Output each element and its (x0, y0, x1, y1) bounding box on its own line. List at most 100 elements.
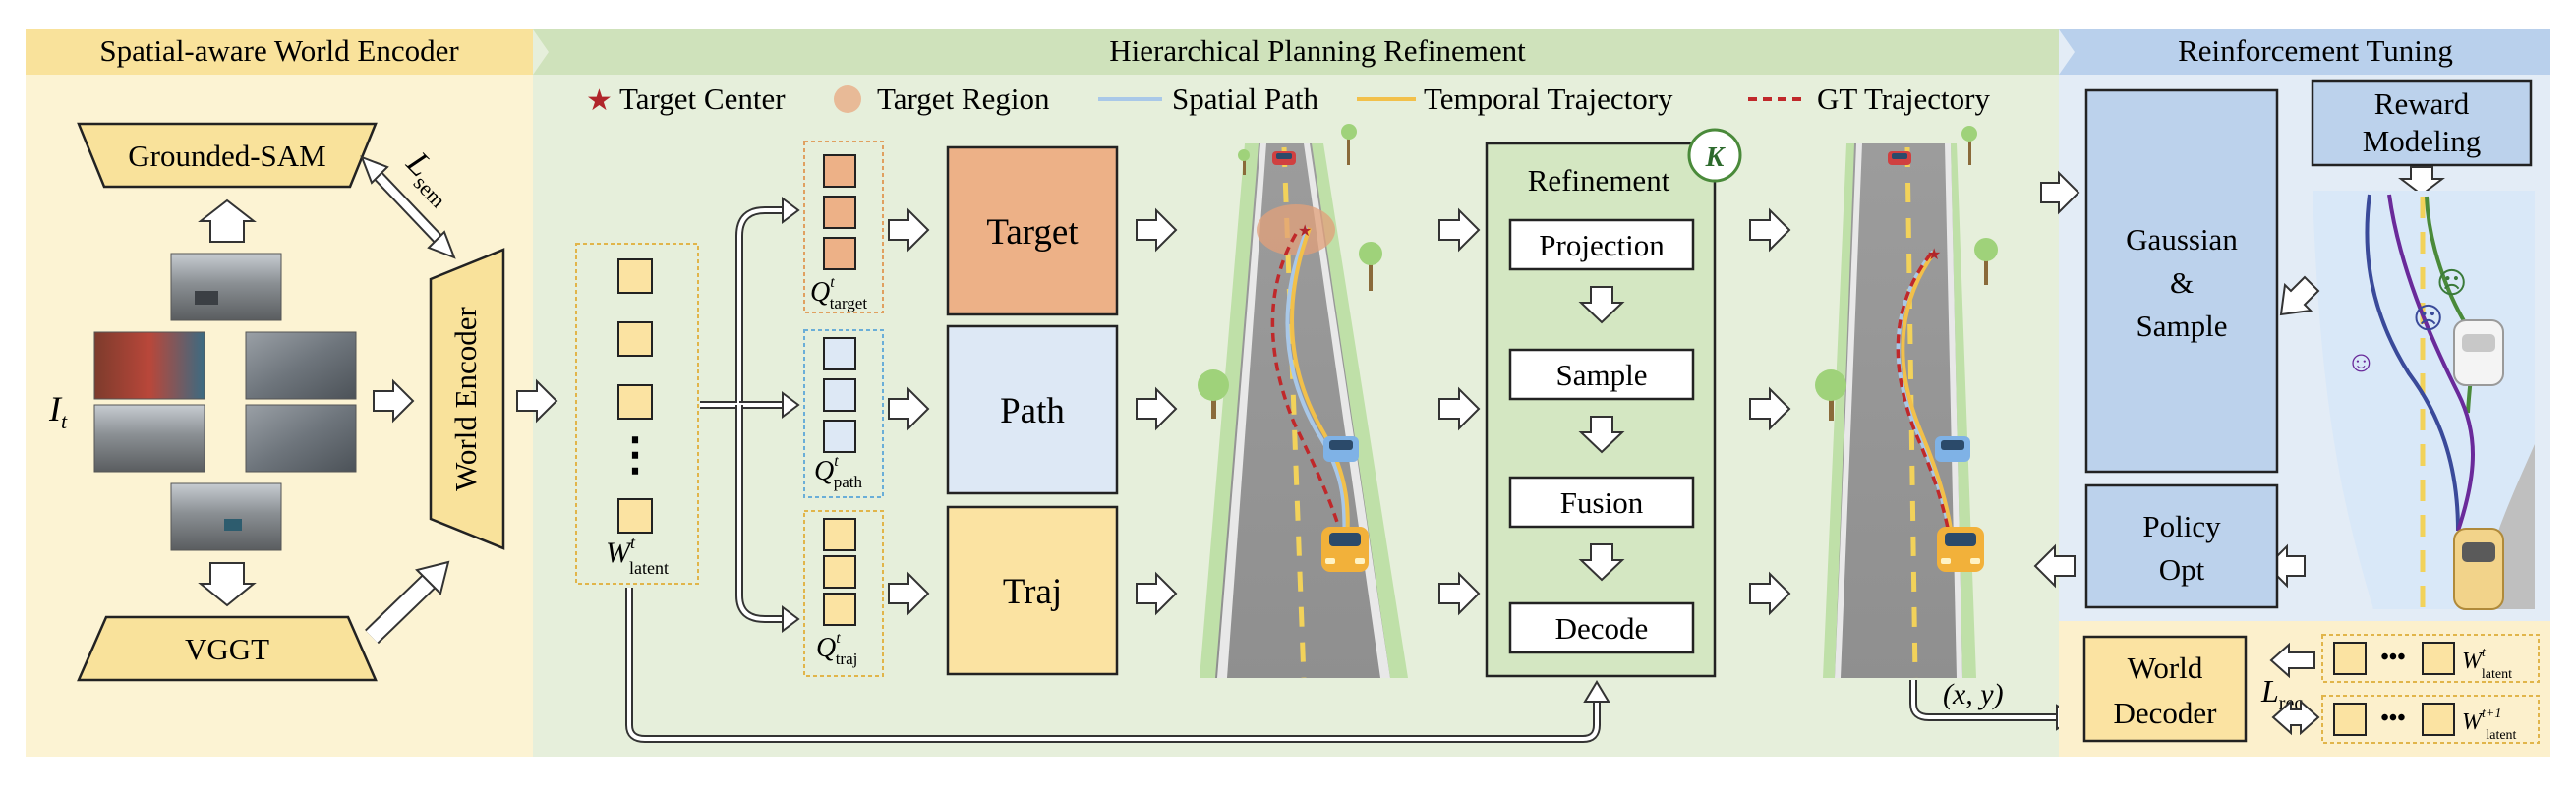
arrow-road-to-gaussian (2040, 170, 2080, 215)
legend: ★ Target Center Target Region Spatial Pa… (586, 82, 1990, 117)
latent-token (617, 498, 653, 534)
camera-back-left (93, 404, 205, 473)
latent-token (617, 321, 653, 357)
query-traj-token (823, 518, 856, 551)
head-target-label: Target (986, 212, 1079, 253)
target-center-star-icon: ★ (1298, 223, 1312, 240)
decoder-line2: Decoder (2114, 696, 2218, 730)
legend-temporal-trajectory: Temporal Trajectory (1424, 82, 1673, 116)
decoder-line1: World (2128, 651, 2203, 685)
grounded-sam-label: Grounded-SAM (128, 139, 326, 173)
head-target: Target (946, 145, 1119, 316)
road-scene-refined: ★ (1815, 126, 1998, 679)
latent-to-queries-bracket (700, 197, 800, 633)
target-center-star-icon-refined: ★ (1927, 247, 1941, 263)
ego-car-icon (1937, 527, 1984, 572)
head-path: Path (946, 324, 1119, 495)
policy-line1: Policy (2142, 509, 2221, 543)
spatial-path-curve (1285, 227, 1347, 543)
policy-opt-block: Policy Opt (2084, 483, 2279, 609)
arrow-policy-to-road (2033, 543, 2076, 589)
arrow-wnow-to-decoder (2269, 642, 2315, 679)
world-encoder-trapezoid (429, 248, 505, 550)
car-blue-icon (1323, 436, 1359, 462)
camera-back (170, 482, 282, 551)
reward-face-blue: ☹ (2413, 303, 2443, 335)
query-target-token (823, 154, 856, 188)
legend-star-icon: ★ (586, 85, 613, 117)
head-traj-box (946, 505, 1119, 676)
query-traj-token (823, 593, 856, 626)
gaussian-line1: Gaussian (2126, 222, 2238, 256)
w-now-token (2333, 642, 2367, 675)
w-next-dots: ••• (2380, 706, 2405, 731)
up-arrow-to-sam (198, 198, 257, 243)
tuning-section-title: Reinforcement Tuning (2178, 33, 2453, 68)
policy-opt-box (2084, 483, 2279, 609)
w-next-token (2422, 703, 2455, 736)
refinement-block: Refinement K Projection Sample Fusion De… (1485, 128, 1742, 678)
car-red-icon (1888, 151, 1911, 165)
refine-step-fusion (1508, 476, 1695, 529)
temporal-traj-curve (1290, 227, 1350, 543)
refinement-title: Refinement (1528, 163, 1670, 198)
refine-step-projection-label: Projection (1539, 228, 1665, 262)
arrow-encoder-to-latent (516, 378, 558, 424)
refine-step-decode-label: Decode (1555, 611, 1649, 646)
reward-line2: Modeling (2363, 124, 2482, 158)
query-traj-frame (803, 510, 884, 677)
gaussian-line2: & (2170, 265, 2194, 300)
refine-step-sample-label: Sample (1556, 358, 1648, 392)
w-now-frame (2321, 634, 2540, 683)
gt-traj-curve-refined (1896, 252, 1953, 543)
input-image-symbol: It (48, 389, 68, 433)
reward-car-ego-icon (2453, 528, 2504, 610)
reward-car-white-icon (2453, 319, 2504, 386)
road-to-refine-arrows (1438, 207, 1481, 616)
camera-front (170, 253, 282, 321)
refine-to-road-arrows (1749, 207, 1791, 616)
temporal-traj-curve-refined (1901, 250, 1955, 543)
latent-tokens-frame (575, 243, 699, 585)
arrow-reward-to-gaussian (2279, 275, 2320, 316)
refine-step-sample (1508, 348, 1695, 401)
query-path-token (823, 378, 856, 412)
latent-token (617, 258, 653, 294)
legend-target-center: Target Center (619, 82, 786, 116)
refinement-badge: K (1705, 142, 1727, 173)
head-target-box (946, 145, 1119, 316)
camera-front-right (245, 331, 357, 400)
reward-line1: Reward (2374, 86, 2470, 121)
reward-scene: ☹ ☹ ☺ (2313, 191, 2535, 610)
reward-modeling-block: Reward Modeling (2311, 79, 2533, 167)
refine-step-fusion-label: Fusion (1560, 485, 1644, 520)
vggt-to-encoder-arrow (365, 560, 450, 645)
query-target-frame (803, 141, 884, 313)
policy-line2: Opt (2159, 552, 2205, 587)
query-target-token (823, 237, 856, 270)
tree-icon (1815, 369, 1846, 421)
w-next-frame (2321, 695, 2540, 744)
legend-spatial-path: Spatial Path (1172, 82, 1318, 116)
latent-dots: ⋮ (613, 429, 658, 480)
car-blue-icon (1935, 436, 1970, 462)
vggt-trapezoid (77, 615, 378, 682)
head-traj-label: Traj (1003, 572, 1062, 612)
reward-traj-purple (2387, 194, 2475, 532)
ego-car-icon (1321, 527, 1369, 572)
down-arrow-to-vggt (198, 562, 257, 607)
head-path-box (946, 324, 1119, 495)
arrow-wnext-decoder (2271, 699, 2320, 736)
tuning-section-header (2059, 29, 2550, 75)
w-now-dots: ••• (2380, 645, 2405, 670)
